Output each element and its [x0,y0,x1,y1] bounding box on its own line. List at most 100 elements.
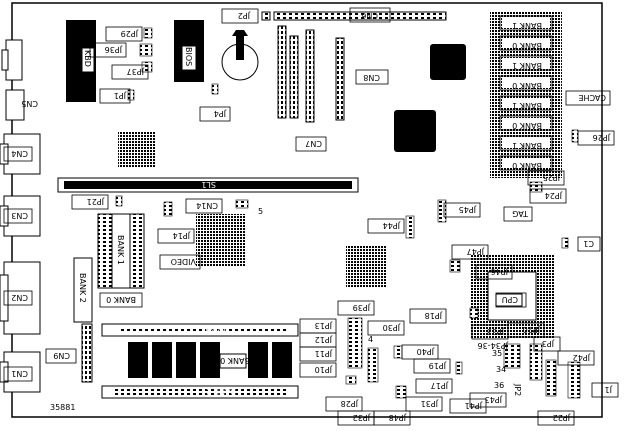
cn8-label: CN8 [363,73,380,82]
cn8-header [335,37,345,121]
jp44-label: JP44 [383,221,401,230]
battery-icon [221,30,259,81]
kbd-label: KBD [74,50,83,67]
jp26-label: JP26 [593,133,611,142]
jp14-label: JP14 [173,231,191,240]
chip-hatched-center [196,214,246,266]
simm-bank0-label: BANK 0 [220,356,250,365]
cn9-label: CN9 [53,351,70,360]
jp1-label: JP1 [114,91,127,100]
cn7-header [305,29,315,123]
bank1-left-label: BANK 1 [116,235,125,265]
cache-bank-label-4: BANK 0 [512,81,542,90]
cache-bank-label-6: BANK 0 [512,121,542,130]
jp46-label: JP46 [491,267,509,276]
jp28-label: JP28 [341,399,359,408]
bank2-left-label: BANK 2 [78,273,87,303]
jp2-top-label: JP2 [238,11,251,20]
cache-bank-label-7: BANK 1 [512,141,542,150]
jp42-label: JP42 [573,353,591,362]
jp10-label: JP10 [315,365,333,374]
cpu-label: CPU [502,295,518,304]
pin-4-label: 4 [368,335,373,344]
jp4-label: JP4 [214,109,227,118]
cn1-label: CN1 [11,369,28,378]
label-frames [3,7,619,426]
jp19-label: JP19 [429,361,447,370]
cache-bank-label-5: BANK 1 [512,101,542,110]
cn9-header [81,323,93,383]
jp36-label: JP36 [105,45,123,54]
jumper-blocks [115,27,581,399]
cache-bank-label-3: BANK 1 [512,61,542,70]
jp29-label: JP29 [121,29,139,38]
jp41-label: JP41 [465,401,483,410]
chip-hatched-left [118,132,156,168]
simm-bank0-chips [128,342,292,378]
jp43-label: JP43 [485,395,503,404]
pin-34-label: 34 [496,365,506,374]
pin-35-label: 35 [492,349,502,358]
labels: BANK 1 BANK 0 BANK 1 BANK 0 BANK 1 BANK … [11,11,613,422]
jp2-bottom-label: JP2 [513,383,522,396]
jp20-label: JP20 [523,325,541,334]
jp3-label: JP3 [542,339,555,348]
jp45-label: JP45 [459,205,477,214]
cn2-label: CN2 [11,293,28,302]
jp30-label: JP30 [383,323,401,332]
svg-text:KBD: KBD [83,50,92,67]
pin-36-label: 36 [494,381,504,390]
cn5-label: CN5 [21,99,38,108]
chip-top-center [430,44,466,80]
cache-bank-label-2: BANK 0 [512,41,542,50]
jp25-label: JP25 [543,173,561,182]
cn6-label: CN6 [361,11,378,20]
cache-bank-label-1: BANK 1 [512,21,542,30]
jp22-label: JP22 [553,413,571,422]
chip-large-center [394,110,436,152]
cn14-label: CN14 [196,201,218,210]
vertical-header-a [277,25,287,119]
left-edge-connectors [0,39,41,393]
cn6-header [273,11,447,21]
jp12-label: JP12 [315,335,333,344]
bank2-vertical-socket [73,257,93,323]
cn4-label: CN4 [11,149,28,158]
vertical-header-b [289,35,299,119]
jp2-top-jumper [261,11,271,21]
jp24-label: JP24 [545,191,563,200]
jp18-label: JP18 [425,311,443,320]
jp33-label: JP33 [487,327,505,336]
c1-label: C1 [583,239,594,248]
jp39-label: JP39 [353,303,371,312]
simm-bank0-label-box [219,353,247,369]
video-label: VIDEO [171,257,196,266]
sl1-label: SL1 [201,180,216,189]
cache-label: CACHE [578,93,606,102]
cache-chips [490,12,562,178]
jp48-label: JP48 [389,413,407,422]
jp13-label: JP13 [315,321,333,330]
jp37-label: JP37 [127,67,145,76]
jp32-label: JP32 [353,413,371,422]
chip-hatched-mid [346,246,386,288]
jp47-label: JP47 [467,247,485,256]
jp40-label: JP40 [417,347,435,356]
jp34-36-label: JP34-36 [478,341,509,350]
cache-bank-label-8: BANK 0 [512,161,542,170]
tag-label: TAG [512,209,529,218]
simm-bank1-label: BANK 1 [196,325,226,334]
bios-label: BIOS [184,47,193,66]
cn7-label: CN7 [305,139,322,148]
j1-label: J1 [605,385,613,394]
jp31-label: JP31 [421,399,439,408]
simm-bank2-label: BANK 2 [206,387,236,396]
cn3-label: CN3 [11,211,28,220]
pin-5-label: 5 [258,207,263,216]
bank0-left-label: BANK 0 [106,295,136,304]
jp11-label: JP11 [315,349,333,358]
footer-code: 35881 [50,403,75,412]
jp21-label: JP21 [87,197,105,206]
jp17-label: JP17 [431,381,449,390]
